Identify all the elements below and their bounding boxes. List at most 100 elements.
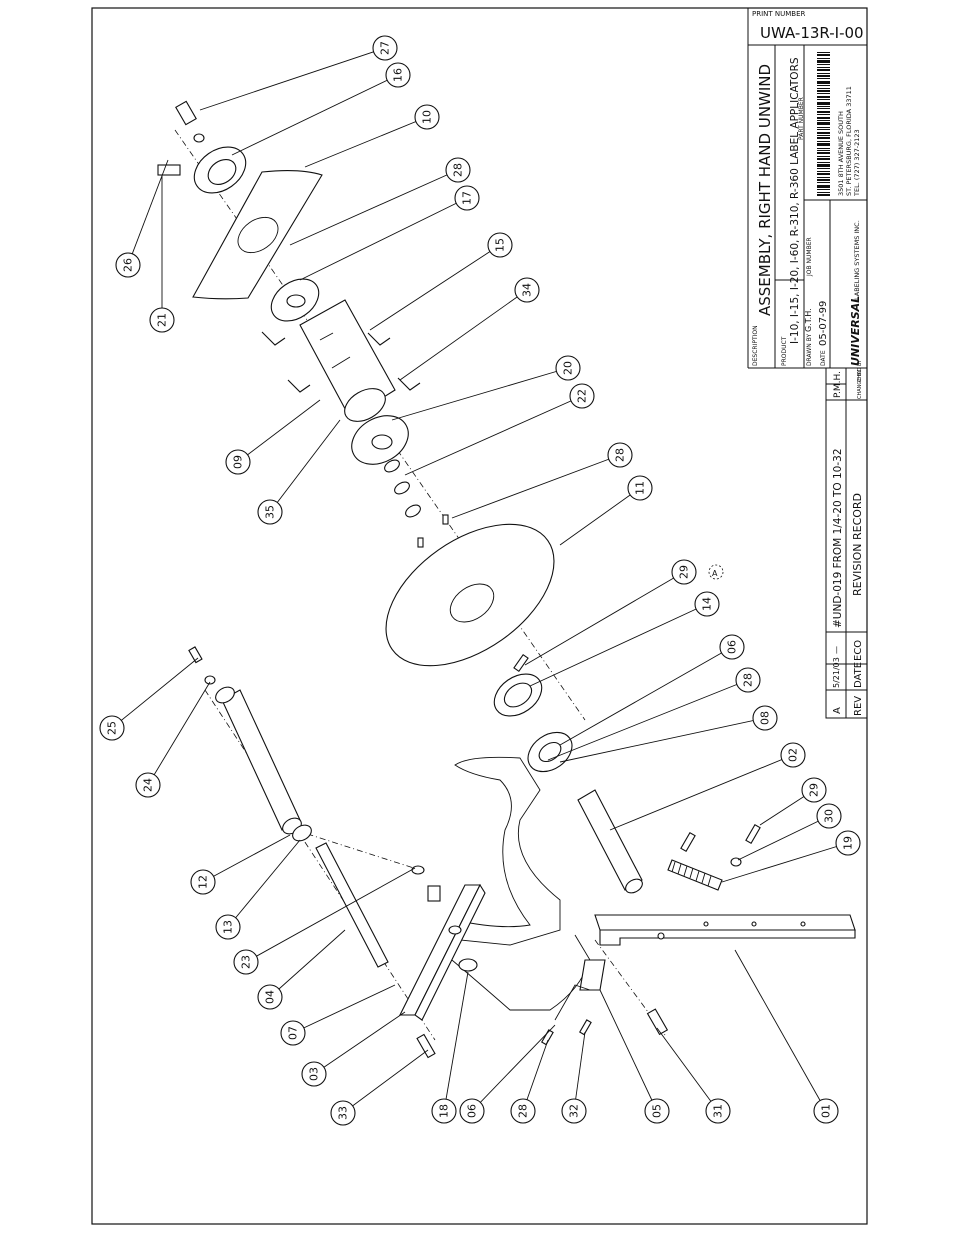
callout-number: 20 [562, 361, 575, 375]
callout-12: 12 [190, 869, 216, 895]
callout-number: 32 [568, 1104, 581, 1118]
core-tube-09 [299, 299, 396, 422]
change-by-value: P.M.H. [833, 371, 843, 398]
callout-number: 23 [240, 955, 253, 969]
callout-08: 08 [752, 705, 778, 731]
lock-collar-14 [493, 653, 543, 717]
callout-28: 28 [510, 1098, 536, 1124]
callout-leader-09 [237, 399, 321, 463]
callout-number: 07 [287, 1026, 300, 1040]
callout-layer: 2716102817262115342022281109352914062808… [99, 35, 861, 1126]
drawn-by: G.T.H. [804, 308, 813, 332]
callout-leader-28 [451, 454, 621, 519]
callout-34: 34 [514, 277, 540, 303]
callout-number: 16 [392, 68, 405, 82]
callout-number: 28 [614, 448, 627, 462]
description-label: DESCRIPTION [752, 325, 759, 366]
washer-24 [204, 675, 216, 685]
shaft-02 [577, 789, 643, 894]
callout-leader-10 [304, 116, 428, 168]
callout-number: 18 [438, 1104, 451, 1118]
company-name: LABELING SYSTEMS INC. [853, 220, 861, 300]
drawn-by-label: DRAWN BY [806, 334, 813, 366]
disk-20 [351, 415, 409, 465]
collar-17 [270, 278, 320, 322]
drawing-date: 05-07-99 [818, 301, 829, 346]
callout-number: 05 [651, 1104, 664, 1118]
callout-leader-06 [471, 1024, 556, 1112]
callout-31: 31 [705, 1098, 731, 1124]
callout-number: 28 [742, 673, 755, 687]
callout-number: 28 [452, 163, 465, 177]
screw-32 [579, 1019, 592, 1036]
clips-15-34 [261, 331, 421, 393]
screw-25 [188, 646, 203, 664]
callout-30: 30 [816, 803, 842, 829]
revision-block: A 5/21/03 — #UND-019 FROM 1/4-20 TO 10-3… [825, 359, 868, 719]
callout-number: 26 [122, 258, 135, 272]
callout-32: 32 [561, 1098, 587, 1124]
callout-04: 04 [257, 984, 283, 1010]
callout-leader-03 [313, 1011, 406, 1075]
callout-number: 19 [842, 836, 855, 850]
callout-number: 30 [823, 809, 836, 823]
hub-16 [193, 146, 247, 194]
callout-09: 09 [225, 449, 251, 475]
callout-leader-06 [559, 646, 733, 746]
callout-leader-26 [127, 159, 169, 266]
callout-06: 06 [459, 1098, 485, 1124]
callout-33: 33 [330, 1100, 356, 1126]
callout-number: 02 [787, 748, 800, 762]
callout-leader-15 [369, 244, 501, 331]
flange-disk-11 [385, 514, 555, 667]
screw-31 [646, 1008, 669, 1036]
callout-28: 28 [445, 157, 471, 183]
address-line2: ST. PETERSBURG, FLORIDA 33711 [845, 86, 853, 196]
callout-number: 01 [820, 1104, 833, 1118]
callout-number: 04 [264, 990, 277, 1004]
callout-06: 06 [719, 634, 745, 660]
callout-number: 03 [308, 1067, 321, 1081]
callout-number: 31 [712, 1104, 725, 1118]
callout-leader-34 [399, 289, 528, 381]
callout-01: 01 [813, 1098, 839, 1124]
revision-record-title: REVISION RECORD [851, 493, 864, 596]
callout-29: 29 [801, 777, 827, 803]
callout-10: 10 [414, 104, 440, 130]
change-by-header: CHANGE BY [857, 369, 863, 399]
callout-number: 15 [494, 238, 507, 252]
date-header: DATE [853, 662, 864, 688]
callout-leader-01 [734, 949, 827, 1112]
bracket-ring-06 [527, 731, 573, 773]
callout-14: 14 [694, 591, 720, 617]
callout-13: 13 [215, 914, 241, 940]
callout-leader-11 [559, 487, 641, 546]
unwind-parts: A [157, 100, 856, 1059]
washer-13 [292, 824, 312, 842]
callout-number: 09 [232, 455, 245, 469]
callout-05: 05 [644, 1098, 670, 1124]
product-label: PRODUCT [781, 336, 788, 366]
detail-marker-a: A [708, 564, 724, 580]
callout-leader-08 [559, 717, 766, 763]
phone-number: TEL. (727) 327-2123 [853, 129, 861, 197]
callout-25: 25 [99, 715, 125, 741]
callout-leader-07 [292, 984, 396, 1034]
callout-number: 29 [808, 783, 821, 797]
callout-leader-24 [147, 681, 211, 786]
callout-07: 07 [280, 1020, 306, 1046]
roller-12 [215, 686, 302, 835]
callout-leader-28 [289, 169, 459, 246]
chkd-by-header: CHKD BY [857, 359, 863, 382]
callout-leader-17 [299, 197, 468, 281]
callout-number: 06 [466, 1104, 479, 1118]
brake-shoe-05 [554, 959, 606, 1021]
callout-02: 02 [780, 742, 806, 768]
callout-19: 19 [835, 830, 861, 856]
callout-number: 21 [156, 313, 169, 327]
callout-number: 10 [421, 110, 434, 124]
callout-leader-19 [721, 842, 849, 883]
plate-10 [192, 169, 323, 300]
drawing-description: ASSEMBLY, RIGHT HAND UNWIND [756, 64, 774, 316]
